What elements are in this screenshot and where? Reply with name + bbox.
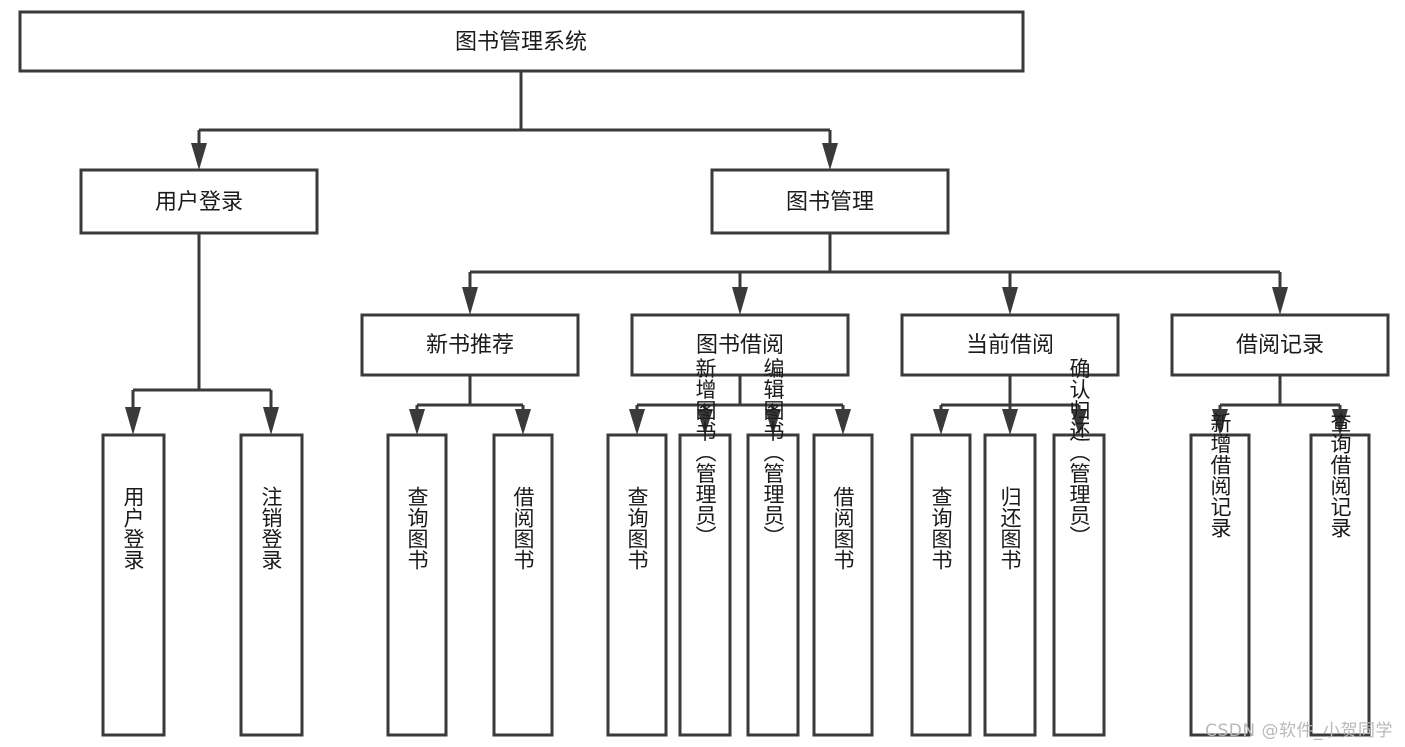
node-new-book-recommend[interactable]: 新书推荐 <box>360 313 580 377</box>
connector-book-manage-to-level3 <box>462 233 1288 315</box>
leaf-book-borrow-1-label: 新增图书（管理员） <box>693 358 717 547</box>
leaf-book-borrow-1[interactable]: 新增图书（管理员） <box>678 358 732 737</box>
leaf-borrow-record-0[interactable]: 新增借阅记录 <box>1189 412 1251 737</box>
node-book-borrow-label: 图书借阅 <box>696 333 784 358</box>
leaf-book-borrow-3-label: 借阅图书 <box>831 486 855 570</box>
node-book-manage[interactable]: 图书管理 <box>710 168 950 235</box>
node-current-borrow[interactable]: 当前借阅 <box>900 313 1120 377</box>
leaf-book-borrow-3[interactable]: 借阅图书 <box>812 433 874 737</box>
node-root-label: 图书管理系统 <box>455 30 587 55</box>
node-user-login-label: 用户登录 <box>155 190 243 215</box>
leaf-user-login-1[interactable]: 注销登录 <box>239 433 304 737</box>
node-new-book-recommend-label: 新书推荐 <box>426 333 514 358</box>
connector-new-book-to-leaves <box>409 375 531 435</box>
leaf-current-borrow-0-label: 查询图书 <box>929 486 953 570</box>
leaf-new-book-recommend-1[interactable]: 借阅图书 <box>492 433 554 737</box>
leaf-user-login-0-label: 用户登录 <box>121 486 145 570</box>
leaf-book-borrow-2-label: 编辑图书（管理员） <box>761 358 785 547</box>
leaf-current-borrow-2-label: 确认归还（管理员） <box>1067 358 1091 547</box>
leaf-book-borrow-2[interactable]: 编辑图书（管理员） <box>746 358 800 737</box>
leaf-current-borrow-1-label: 归还图书 <box>998 486 1022 570</box>
node-user-login[interactable]: 用户登录 <box>79 168 319 235</box>
leaf-new-book-recommend-1-label: 借阅图书 <box>511 486 535 570</box>
leaf-book-borrow-0[interactable]: 查询图书 <box>606 433 668 737</box>
leaf-current-borrow-1[interactable]: 归还图书 <box>983 433 1037 737</box>
leaf-user-login-1-label: 注销登录 <box>259 486 283 570</box>
leaf-borrow-record-1[interactable]: 查询借阅记录 <box>1309 412 1371 737</box>
leaf-new-book-recommend-0[interactable]: 查询图书 <box>386 433 448 737</box>
leaf-borrow-record-0-label: 新增借阅记录 <box>1208 412 1232 538</box>
node-root[interactable]: 图书管理系统 <box>18 10 1025 73</box>
connector-user-login-to-leaves <box>125 233 279 435</box>
node-book-borrow[interactable]: 图书借阅 <box>630 313 850 377</box>
node-book-manage-label: 图书管理 <box>786 190 874 215</box>
leaf-book-borrow-0-label: 查询图书 <box>625 486 649 570</box>
leaf-new-book-recommend-0-label: 查询图书 <box>405 486 429 570</box>
connector-book-borrow-to-leaves <box>629 375 851 435</box>
node-borrow-record-label: 借阅记录 <box>1236 333 1324 358</box>
leaf-current-borrow-2[interactable]: 确认归还（管理员） <box>1052 358 1106 737</box>
leaf-borrow-record-1-label: 查询借阅记录 <box>1328 412 1352 538</box>
node-borrow-record[interactable]: 借阅记录 <box>1170 313 1390 377</box>
connector-borrow-record-to-leaves <box>1212 375 1348 435</box>
leaf-user-login-0[interactable]: 用户登录 <box>101 433 166 737</box>
connector-current-borrow-to-leaves <box>933 375 1087 435</box>
leaf-current-borrow-0[interactable]: 查询图书 <box>910 433 972 737</box>
connector-root-to-level2 <box>191 71 838 170</box>
node-current-borrow-label: 当前借阅 <box>966 333 1054 358</box>
